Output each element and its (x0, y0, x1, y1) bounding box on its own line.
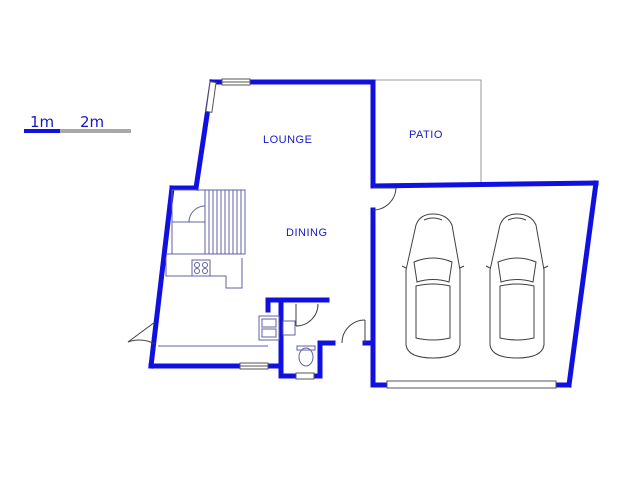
scale-bar: 1m 2m (24, 113, 131, 133)
exterior-walls (148, 79, 599, 388)
patio-outline (373, 79, 482, 182)
car-left (401, 213, 465, 359)
garage-door (386, 380, 557, 389)
staircase (171, 189, 246, 255)
kitchen (158, 253, 268, 347)
car-right (485, 213, 549, 359)
room-label-patio: PATIO (409, 129, 443, 141)
doors (127, 187, 397, 345)
scale-label-1m: 1m (30, 113, 54, 131)
room-label-lounge: LOUNGE (263, 134, 312, 146)
sinks (258, 315, 296, 341)
room-label-dining: DINING (286, 227, 328, 239)
windows (205, 78, 315, 380)
scale-label-2m: 2m (80, 113, 104, 131)
toilet (296, 345, 316, 367)
